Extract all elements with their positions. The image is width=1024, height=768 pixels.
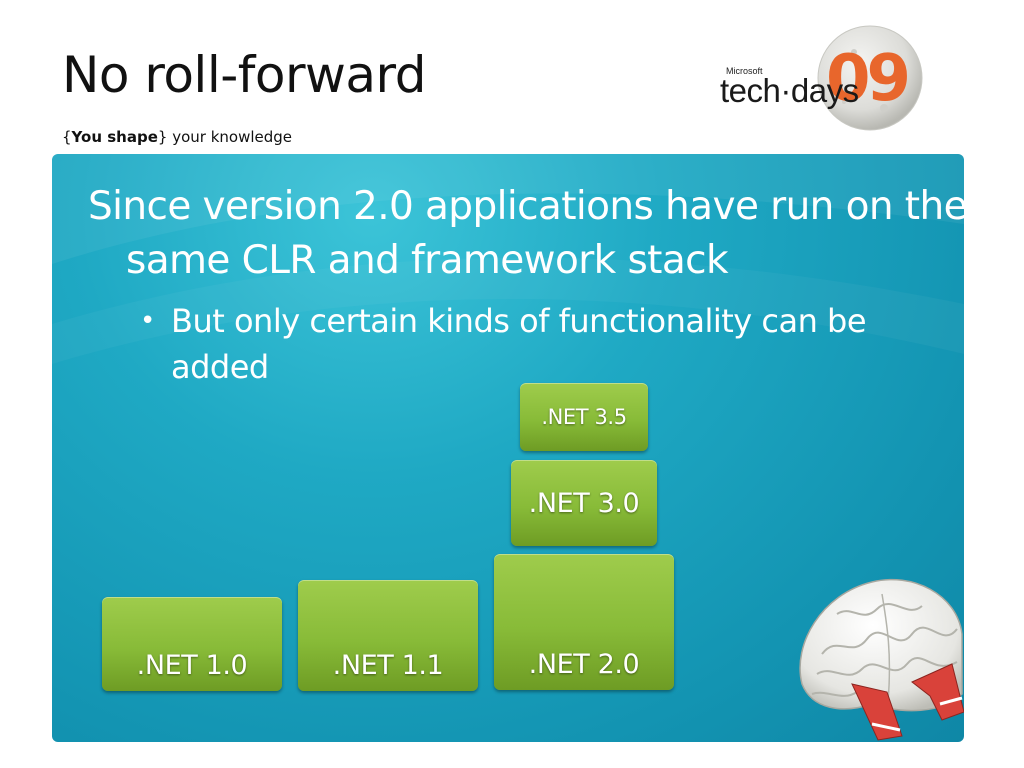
net-2-0-box: .NET 2.0 <box>494 554 674 690</box>
net-1-0-box: .NET 1.0 <box>102 597 282 691</box>
main-bullet: Since version 2.0 applications have run … <box>88 184 964 283</box>
panel-sheen <box>52 154 964 364</box>
net-1-1-box: .NET 1.1 <box>298 580 478 691</box>
bullet-marker: • <box>140 306 155 336</box>
logo-year: 09 <box>826 42 908 116</box>
net-3-0-box: .NET 3.0 <box>511 460 657 546</box>
net-3-5-box: .NET 3.5 <box>520 383 648 451</box>
tagline-bold: You shape <box>71 128 158 146</box>
net-3-0-label: .NET 3.0 <box>528 487 640 519</box>
content-panel: Since version 2.0 applications have run … <box>52 154 964 742</box>
tagline-close-brace: } <box>157 128 168 146</box>
tech-days-09-ball-icon: 09 <box>817 25 923 131</box>
sub-bullet-text: But only certain kinds of functionality … <box>171 302 867 386</box>
tagline: {You shape} your knowledge <box>62 128 292 146</box>
net-2-0-label: .NET 2.0 <box>528 649 640 680</box>
tagline-rest: your knowledge <box>167 128 293 146</box>
net-1-1-label: .NET 1.1 <box>332 650 444 681</box>
tagline-open-brace: { <box>62 128 72 146</box>
brain-with-sneakers-icon <box>799 578 964 741</box>
sub-bullet: • But only certain kinds of functionalit… <box>140 298 920 390</box>
net-1-0-label: .NET 1.0 <box>136 650 248 681</box>
slide-title: No roll-forward <box>62 46 426 104</box>
logo-brand: Microsoft <box>726 66 763 76</box>
net-3-5-label: .NET 3.5 <box>541 405 627 429</box>
logo-product: tech·days <box>720 72 859 109</box>
tech-days-logo: 09 Microsoft tech·days <box>718 22 930 134</box>
